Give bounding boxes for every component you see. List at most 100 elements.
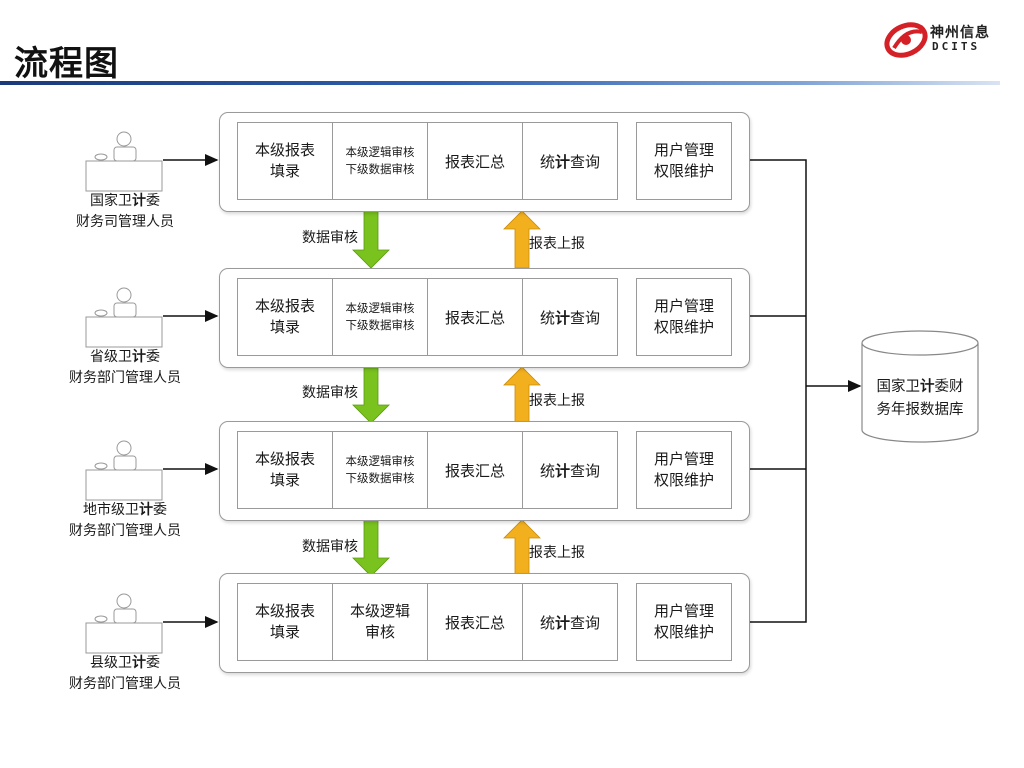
down-arrow-3 (352, 519, 390, 577)
person-2-name-post: 委 (146, 349, 160, 365)
summary-box[interactable]: 报表汇总 (427, 583, 523, 661)
person-label-3: 地市级卫计委 财务部门管理人员 (40, 500, 210, 542)
user-admin-box[interactable]: 用户管理权限维护 (636, 583, 732, 661)
person-icon-4 (85, 593, 163, 654)
audit-box[interactable]: 本级逻辑审核 (332, 583, 428, 661)
person-3-dept: 财务部门管理人员 (69, 523, 181, 539)
stats-query-box[interactable]: 统计查询 (522, 431, 618, 509)
database-label-post: 委财 (934, 379, 964, 395)
user-admin-line2: 权限维护 (653, 318, 714, 336)
audit-line1: 本级逻辑审核 (345, 454, 415, 468)
up-flow-label-2: 报表上报 (529, 393, 585, 409)
audit-line1: 本级逻辑 (349, 602, 410, 620)
stats-query-post: 查询 (570, 461, 601, 480)
audit-line2: 下级数据审核 (345, 162, 415, 176)
person-4-dept: 财务部门管理人员 (69, 676, 181, 692)
fill-report-line2: 填录 (269, 623, 300, 641)
person-icon-1 (85, 131, 163, 192)
audit-box[interactable]: 本级逻辑审核下级数据审核 (332, 431, 428, 509)
fill-report-line1: 本级报表 (254, 141, 315, 159)
summary-box[interactable]: 报表汇总 (427, 278, 523, 356)
database-label-pre: 国家卫 (876, 379, 921, 395)
fill-report-box[interactable]: 本级报表填录 (237, 583, 333, 661)
stats-query-pre: 统 (539, 308, 555, 327)
user-admin-line1: 用户管理 (653, 141, 714, 159)
dcits-logo-icon (884, 22, 928, 58)
person-3-name-pre: 地市级卫 (83, 502, 139, 518)
database-label-line2: 务年报数据库 (876, 402, 964, 418)
person-4-name-post: 委 (146, 655, 160, 671)
down-flow-label-3: 数据审核 (302, 539, 358, 555)
database-icon (861, 330, 979, 443)
level-to-db-line-4 (749, 386, 807, 623)
up-flow-label-3: 报表上报 (529, 545, 585, 561)
person-icon-3 (85, 440, 163, 501)
person-1-name-post: 委 (146, 193, 160, 209)
person-label-1: 国家卫计委 财务司管理人员 (40, 191, 210, 233)
audit-box[interactable]: 本级逻辑审核下级数据审核 (332, 278, 428, 356)
person-icon-2 (85, 287, 163, 348)
user-admin-box[interactable]: 用户管理权限维护 (636, 278, 732, 356)
up-flow-label-1: 报表上报 (529, 236, 585, 252)
person-4-name-bold: 计 (132, 655, 146, 671)
audit-line1: 本级逻辑审核 (345, 145, 415, 159)
stats-query-bold: 计 (554, 152, 570, 171)
stats-query-post: 查询 (570, 308, 601, 327)
audit-line2: 下级数据审核 (345, 471, 415, 485)
page-title: 流程图 (14, 44, 119, 84)
database-label-bold: 计 (920, 379, 935, 395)
level-panel-city: 本级报表填录 本级逻辑审核下级数据审核 报表汇总 统计查询 用户管理权限维护 (219, 421, 750, 521)
stats-query-bold: 计 (554, 308, 570, 327)
stats-query-post: 查询 (570, 613, 601, 632)
title-underline (0, 81, 1000, 85)
user-admin-box[interactable]: 用户管理权限维护 (636, 431, 732, 509)
user-admin-box[interactable]: 用户管理权限维护 (636, 122, 732, 200)
stats-query-pre: 统 (539, 152, 555, 171)
fill-report-line1: 本级报表 (254, 602, 315, 620)
down-flow-label-1: 数据审核 (302, 230, 358, 246)
user-admin-line1: 用户管理 (653, 450, 714, 468)
stats-query-pre: 统 (539, 613, 555, 632)
summary-box[interactable]: 报表汇总 (427, 431, 523, 509)
logo-name-cn: 神州信息 (930, 25, 990, 41)
person-1-name-bold: 计 (132, 193, 146, 209)
stats-query-pre: 统 (539, 461, 555, 480)
down-arrow-1 (352, 210, 390, 269)
person-1-dept: 财务司管理人员 (76, 214, 174, 230)
fill-report-box[interactable]: 本级报表填录 (237, 278, 333, 356)
stats-query-box[interactable]: 统计查询 (522, 122, 618, 200)
up-arrow-3 (503, 519, 541, 578)
person-3-name-bold: 计 (139, 502, 153, 518)
level-panel-province: 本级报表填录 本级逻辑审核下级数据审核 报表汇总 统计查询 用户管理权限维护 (219, 268, 750, 368)
stats-query-post: 查询 (570, 152, 601, 171)
user-admin-line1: 用户管理 (653, 602, 714, 620)
person-2-dept: 财务部门管理人员 (69, 370, 181, 386)
summary-box[interactable]: 报表汇总 (427, 122, 523, 200)
fill-report-box[interactable]: 本级报表填录 (237, 431, 333, 509)
person-2-name-bold: 计 (132, 349, 146, 365)
level-to-db-line-1 (749, 159, 807, 386)
person-4-name-pre: 县级卫 (90, 655, 132, 671)
fill-report-line2: 填录 (269, 471, 300, 489)
summary-label: 报表汇总 (444, 613, 505, 632)
person-2-name-pre: 省级卫 (90, 349, 132, 365)
user-admin-line2: 权限维护 (653, 162, 714, 180)
stats-query-bold: 计 (554, 461, 570, 480)
up-arrow-1 (503, 210, 541, 269)
person-label-4: 县级卫计委 财务部门管理人员 (40, 653, 210, 695)
user-admin-line2: 权限维护 (653, 623, 714, 641)
fill-report-line1: 本级报表 (254, 450, 315, 468)
audit-line1: 本级逻辑审核 (345, 301, 415, 315)
up-arrow-2 (503, 366, 541, 424)
summary-label: 报表汇总 (444, 152, 505, 171)
fill-report-box[interactable]: 本级报表填录 (237, 122, 333, 200)
stats-query-box[interactable]: 统计查询 (522, 583, 618, 661)
stats-query-bold: 计 (554, 613, 570, 632)
stats-query-box[interactable]: 统计查询 (522, 278, 618, 356)
audit-box[interactable]: 本级逻辑审核下级数据审核 (332, 122, 428, 200)
person-label-2: 省级卫计委 财务部门管理人员 (40, 347, 210, 389)
logo-name-en: DCITS (932, 40, 981, 53)
person-1-name-pre: 国家卫 (90, 193, 132, 209)
down-arrow-2 (352, 367, 390, 424)
